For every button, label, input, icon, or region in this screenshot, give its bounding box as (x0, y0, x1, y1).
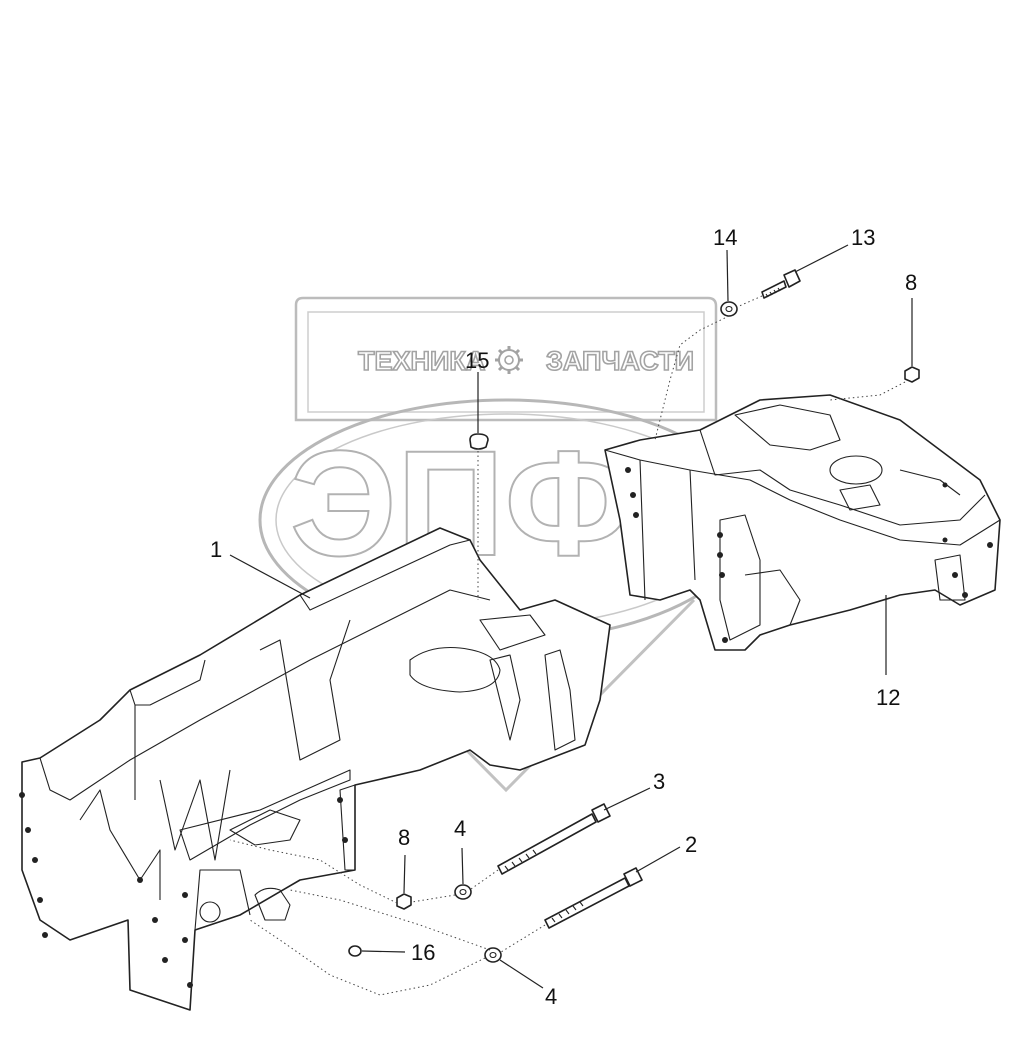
part-4-washer-upper (454, 884, 472, 900)
callout-13: 13 (851, 225, 875, 250)
callout-2: 2 (685, 832, 697, 857)
callout-12: 12 (876, 685, 900, 710)
watermark-right-text: ЗАПЧАСТИ (546, 346, 694, 376)
leader-lines (229, 244, 913, 989)
callout-8-lower: 8 (398, 825, 410, 850)
part-1-main-frame (19, 527, 611, 1011)
part-8-nut-lower (396, 893, 412, 910)
assembly-lines (229, 295, 906, 996)
callout-4-upper: 4 (454, 816, 466, 841)
part-12-front-bracket (604, 394, 1001, 651)
part-4-washer-lower (484, 947, 502, 963)
callout-4-lower: 4 (545, 984, 557, 1009)
gear-icon (495, 346, 523, 374)
part-8-nut-upper (904, 366, 920, 383)
callout-15: 15 (465, 348, 489, 373)
callout-14: 14 (713, 225, 737, 250)
part-3-bolt (497, 803, 611, 875)
callout-16: 16 (411, 940, 435, 965)
part-15-plug (469, 433, 489, 450)
part-14-washer (720, 301, 738, 317)
callout-8-upper: 8 (905, 270, 917, 295)
callout-labels: 1 2 3 4 4 8 8 12 13 14 15 16 (210, 225, 917, 1009)
callout-3: 3 (653, 769, 665, 794)
part-13-bolt (761, 269, 801, 299)
callout-1: 1 (210, 537, 222, 562)
watermark-left-text: ТЕХНИКА (358, 346, 485, 376)
part-2-bolt (544, 867, 643, 929)
part-16-plug (348, 945, 362, 957)
